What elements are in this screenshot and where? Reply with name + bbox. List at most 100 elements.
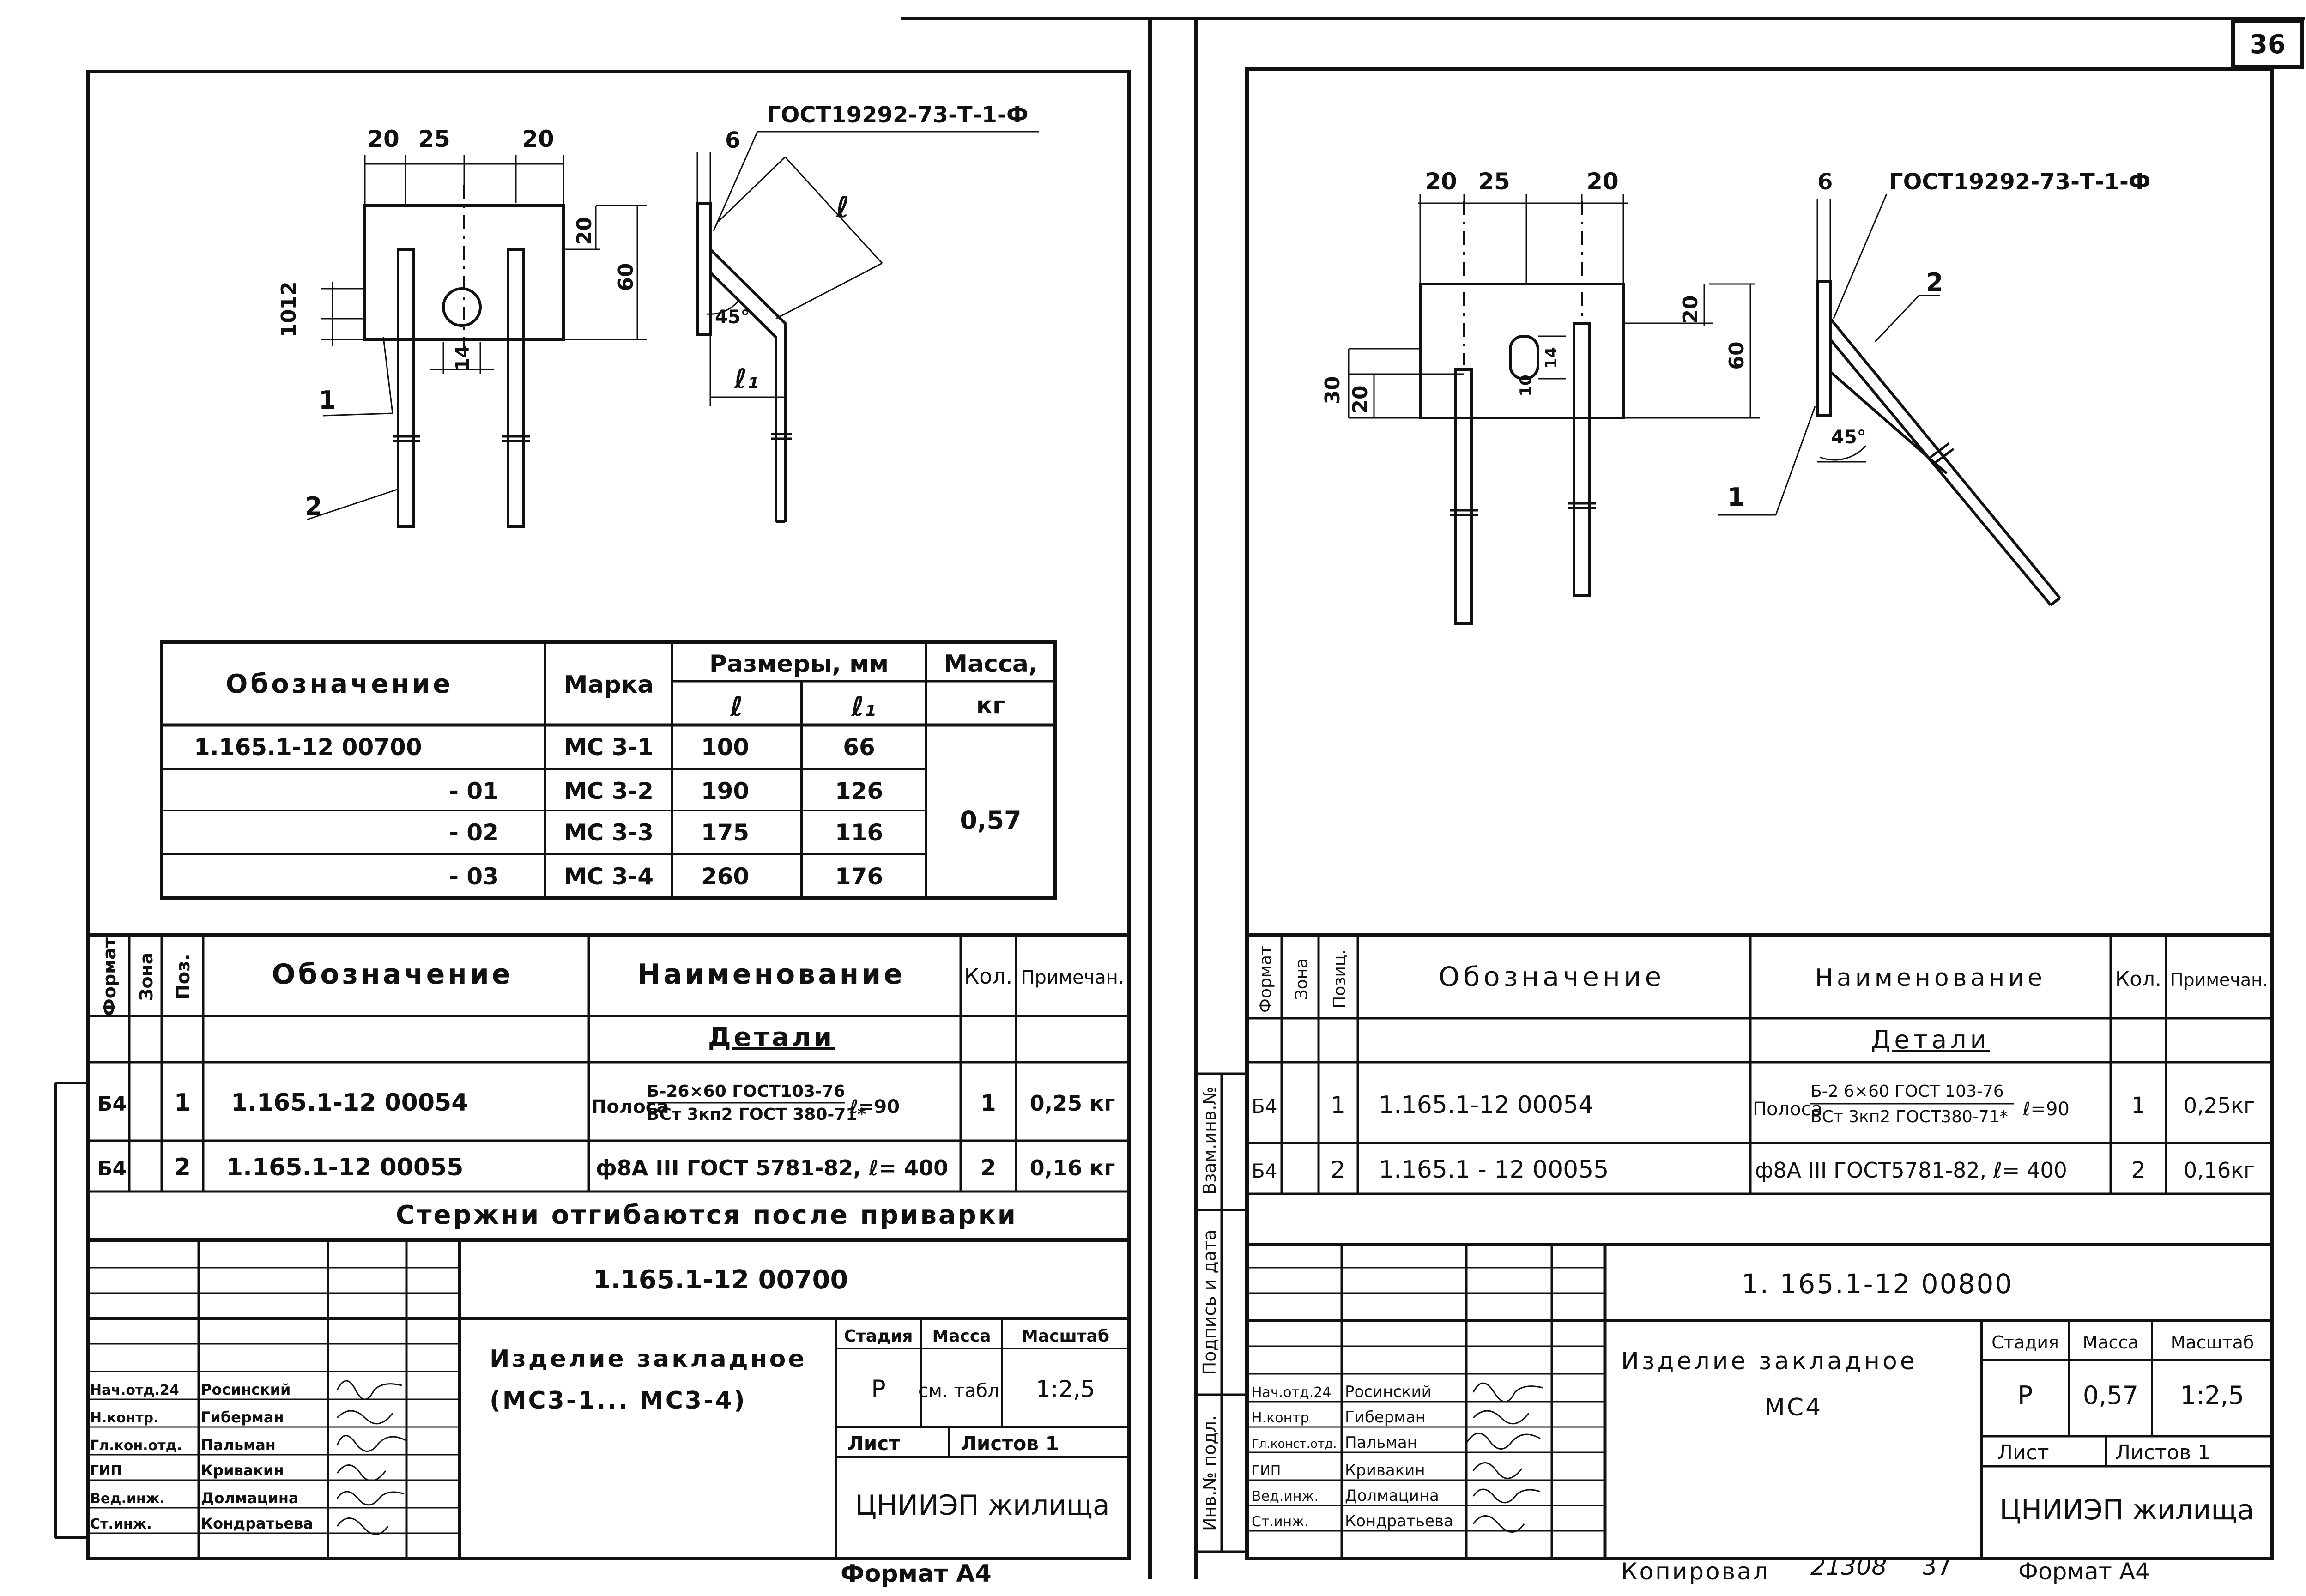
right-tb-h-massa: Масса	[2082, 1332, 2138, 1353]
left-size-h-l: ℓ	[730, 691, 743, 722]
right-spec-row1-kol: 1	[2131, 1093, 2146, 1118]
left-spec-row1-naim-pre: Полоса	[591, 1096, 669, 1118]
left-size-row2-oboz: - 01	[449, 778, 499, 804]
right-tb-list: Лист	[1997, 1441, 2049, 1464]
right-tb-role-4: ГИП	[1252, 1463, 1281, 1479]
right-spec-row1-format: Б4	[1252, 1095, 1277, 1118]
right-spec-section: Детали	[1871, 1025, 1990, 1054]
right-tb-role-6: Ст.инж.	[1252, 1514, 1309, 1530]
left-tb-masshtab: 1:2,5	[1036, 1376, 1095, 1403]
left-tb-h-massa: Масса	[932, 1327, 991, 1346]
right-tb-listov: Листов 1	[2115, 1441, 2210, 1464]
left-tb-h-stadiya: Стадия	[844, 1327, 913, 1346]
left-spec-note: Стержни отгибаются после приварки	[396, 1200, 1017, 1230]
left-size-row4-oboz: - 03	[449, 863, 499, 890]
right-tb-name-1: Росинский	[1345, 1383, 1432, 1401]
left-spec-row1-kol: 1	[981, 1090, 996, 1116]
right-tb-role-5: Вед.инж.	[1252, 1488, 1319, 1505]
right-spec-h-poz: Позиц.	[1330, 949, 1349, 1009]
left-dim-right-1: 20	[573, 217, 596, 245]
left-spec-row1-naim-post: ℓ=90	[849, 1096, 900, 1118]
left-tb-h-masshtab: Масштаб	[1022, 1327, 1109, 1346]
left-dim-hole: 14	[452, 345, 473, 371]
left-size-row1-l1: 66	[843, 734, 875, 761]
right-spec-h-oboz: Обозначение	[1439, 961, 1665, 992]
left-size-table	[160, 640, 1057, 900]
right-spec-table	[1247, 933, 2272, 1246]
right-spec-row2-poz: 2	[1331, 1156, 1345, 1183]
left-size-mass: 0,57	[960, 806, 1021, 835]
right-tb-name-2: МС4	[1764, 1394, 1822, 1421]
left-tb-name-6: Кондратьева	[201, 1515, 313, 1532]
right-spec-row1-naim-pre: Полоса	[1753, 1099, 1822, 1120]
left-spec-row2-naim: ф8А III ГОСТ 5781-82, ℓ= 400	[596, 1155, 948, 1180]
left-spec-h-format: Формат	[99, 937, 120, 1016]
right-pos-2: 2	[1926, 268, 1943, 297]
left-size-row4-marka: МС 3-4	[564, 863, 654, 890]
right-tb-name-4: Кривакин	[1345, 1461, 1425, 1480]
right-tb-massa: 0,57	[2083, 1381, 2138, 1410]
right-pos-1: 1	[1727, 483, 1745, 512]
left-spec-row1-oboz: 1.165.1-12 00054	[231, 1089, 468, 1117]
left-tb-org: ЦНИИЭП жилища	[855, 1489, 1109, 1522]
left-spec-h-oboz: Обозначение	[272, 958, 513, 991]
left-size-h-marka: Марка	[564, 671, 654, 699]
left-sheet: 20 25 20 10 12 20 60 14 1 2	[54, 70, 1131, 1588]
left-tb-role-3: Гл.кон.отд.	[90, 1438, 182, 1454]
left-spec-row2-poz: 2	[174, 1154, 191, 1181]
right-spec-h-format: Формат	[1256, 945, 1275, 1013]
left-spec-row1-format: Б4	[97, 1092, 127, 1116]
left-size-row1-oboz: 1.165.1-12 00700	[194, 734, 422, 761]
right-spec-h-prim: Примечан.	[2170, 970, 2268, 990]
right-format: Формат А4	[2018, 1558, 2150, 1585]
left-dim-top-3: 20	[522, 126, 554, 152]
left-spec-table	[54, 933, 1129, 1539]
left-title-block	[88, 1240, 1129, 1559]
right-tb-name-1: Изделие закладное	[1621, 1348, 1918, 1375]
right-dim-thk: 6	[1817, 169, 1833, 195]
right-dim-top-3: 20	[1586, 168, 1619, 195]
right-signatures	[1465, 1382, 1543, 1533]
right-spec-h-naim: Наименование	[1815, 964, 2046, 992]
left-spec-h-prim: Примечан.	[1021, 967, 1124, 988]
left-spec-row1-poz: 1	[174, 1089, 191, 1117]
left-size-row3-oboz: - 02	[449, 819, 499, 846]
right-spec-row1-naim-post: ℓ=90	[2022, 1099, 2070, 1120]
right-sheet-no: 37	[1921, 1553, 1952, 1581]
right-tb-name-5: Долмацина	[1345, 1487, 1439, 1505]
left-tb-name-2: (МС3-1... МС3-4)	[490, 1387, 747, 1415]
left-signatures	[336, 1380, 407, 1535]
left-spec-h-zona: Зона	[136, 952, 157, 1001]
page-number: 36	[2250, 30, 2286, 60]
right-dim-top-2: 25	[1478, 168, 1510, 195]
left-size-row3-l: 175	[701, 819, 749, 846]
left-tb-role-6: Ст.инж.	[90, 1516, 152, 1532]
right-tb-stadiya: Р	[2018, 1381, 2033, 1410]
right-tb-name-6: Кондратьева	[1345, 1512, 1453, 1530]
left-size-h-oboz: Обозначение	[226, 669, 454, 699]
left-spec-section: Детали	[708, 1022, 835, 1052]
right-tb-name-3: Пальман	[1345, 1433, 1417, 1452]
left-tb-name-4: Кривакин	[201, 1462, 284, 1479]
right-dim-slot-2: 14	[1542, 347, 1561, 369]
right-tb-masshtab: 1:2,5	[2180, 1381, 2244, 1410]
right-angle: 45°	[1831, 427, 1866, 448]
right-tb-code: 1. 165.1-12 00800	[1742, 1268, 2014, 1300]
left-dim-l1: ℓ₁	[734, 363, 759, 394]
left-tb-role-4: ГИП	[90, 1463, 122, 1479]
right-title-block	[1247, 1245, 2272, 1559]
left-spec-row2-format: Б4	[97, 1157, 127, 1180]
right-spec-h-zona: Зона	[1292, 958, 1311, 1000]
left-spec-row1-naim-bot: ВСт 3кп2 ГОСТ 380-71*	[647, 1105, 866, 1124]
right-tb-role-2: Н.контр	[1252, 1410, 1309, 1426]
left-spec-row2-prim: 0,16 кг	[1030, 1155, 1115, 1180]
left-size-h-l1: ℓ₁	[851, 691, 876, 722]
right-tb-name-2: Гиберман	[1345, 1408, 1426, 1427]
left-size-h-mass-unit: кг	[976, 692, 1005, 719]
right-side-label-2: Подпись и дата	[1199, 1230, 1220, 1375]
right-dim-top-1: 20	[1425, 168, 1457, 195]
left-format: Формат А4	[841, 1560, 992, 1588]
left-tb-name-5: Долмацина	[201, 1489, 299, 1507]
right-tb-role-1: Нач.отд.24	[1252, 1384, 1332, 1401]
